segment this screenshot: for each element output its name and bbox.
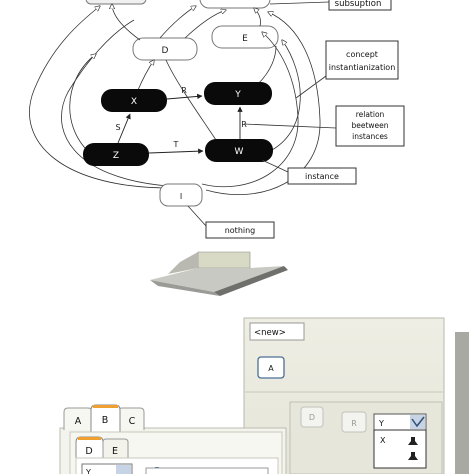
nothing-leader — [187, 205, 207, 227]
curve-left-outer — [29, 6, 179, 189]
node-i — [159, 183, 203, 207]
curve-left-inner — [61, 19, 169, 187]
node-w — [205, 139, 273, 162]
tab-b-highlight — [93, 405, 118, 408]
edge-z-w-label: T — [173, 140, 179, 149]
relation-label-3: instances — [352, 132, 388, 141]
subtab-d-label: D — [85, 446, 92, 457]
select-yy[interactable] — [81, 463, 133, 474]
button-d-label: D — [309, 413, 315, 422]
node-d — [132, 37, 198, 61]
relation-leader — [243, 123, 337, 129]
panel-scrollbar[interactable] — [455, 332, 469, 474]
node-x-label: X — [131, 97, 137, 107]
button-a[interactable] — [257, 356, 285, 379]
new-field[interactable] — [249, 322, 305, 341]
new-field-text: <new> — [254, 328, 286, 338]
relation-label-1: relation — [356, 110, 385, 119]
nothing-label: nothing — [225, 226, 256, 235]
relation-callout — [335, 105, 405, 147]
button-d[interactable] — [300, 406, 324, 428]
top-center-node — [199, 0, 271, 9]
tab-b-label: B — [102, 415, 109, 426]
subsumption-leader — [269, 1, 330, 5]
tabbed-window: A C B D E Y B — [59, 404, 287, 474]
edge-e-up — [254, 8, 261, 27]
top-left-node — [85, 0, 147, 5]
curve-right-inner — [201, 32, 299, 188]
relation-label-2: beetween — [351, 121, 388, 130]
concept-callout — [325, 40, 399, 80]
node-d-label: D — [162, 46, 169, 56]
tab-c-label: C — [129, 416, 136, 427]
node-z — [83, 143, 149, 166]
concept-label-1: concept — [346, 50, 378, 59]
node-i-label: I — [180, 192, 182, 201]
button-r-label: R — [351, 419, 357, 428]
transform-arrow-icon — [150, 251, 288, 296]
edge-z-w — [148, 148, 204, 154]
curve-y-e — [257, 45, 277, 85]
instance-label: instance — [305, 172, 339, 181]
curve-x-d — [137, 60, 154, 91]
node-y-label: Y — [234, 90, 241, 100]
edge-d-center — [159, 6, 196, 39]
nothing-callout — [205, 221, 275, 239]
edge-z-x-label: S — [115, 123, 120, 132]
button-a-label: A — [268, 364, 274, 373]
select-yy-dropdown-button[interactable] — [116, 465, 131, 474]
instance-callout — [287, 167, 357, 185]
option-x-label: X — [380, 436, 386, 445]
select-y-dropdown-button[interactable] — [410, 415, 425, 429]
instance-leader — [261, 159, 289, 173]
curve-right-outer — [205, 12, 321, 195]
edge-x-y-label: R — [181, 86, 187, 95]
node-y — [204, 82, 272, 105]
node-z-label: Z — [113, 151, 119, 161]
subtab-e[interactable] — [102, 438, 129, 458]
subsumption-label: subsuption — [335, 0, 382, 9]
select-y-value: Y — [378, 419, 384, 428]
button-r[interactable] — [341, 411, 367, 433]
concept-leader — [295, 75, 327, 99]
edge-w-y-label: R — [241, 120, 247, 129]
edge-x-y — [166, 93, 203, 100]
subtab-d-highlight — [78, 437, 101, 440]
select-yy-value: Y — [85, 468, 91, 474]
bell-icon — [408, 437, 418, 445]
node-w-label: W — [235, 147, 244, 157]
edge-d-up — [112, 4, 141, 41]
tab-a-label: A — [75, 416, 82, 427]
bell-icon-2 — [408, 452, 418, 460]
curve-w-e — [271, 40, 301, 151]
field-b[interactable] — [145, 467, 269, 474]
subtab-e-label: E — [112, 446, 118, 457]
edge-z-x — [117, 113, 131, 144]
node-x — [101, 89, 167, 112]
chevron-down-icon — [411, 416, 425, 428]
concept-label-2: instantianization — [329, 63, 396, 72]
ontology-diagram: subsuption D E X Y Z W — [29, 0, 405, 239]
node-e-label: E — [242, 34, 248, 44]
edge-d-e — [184, 10, 226, 39]
